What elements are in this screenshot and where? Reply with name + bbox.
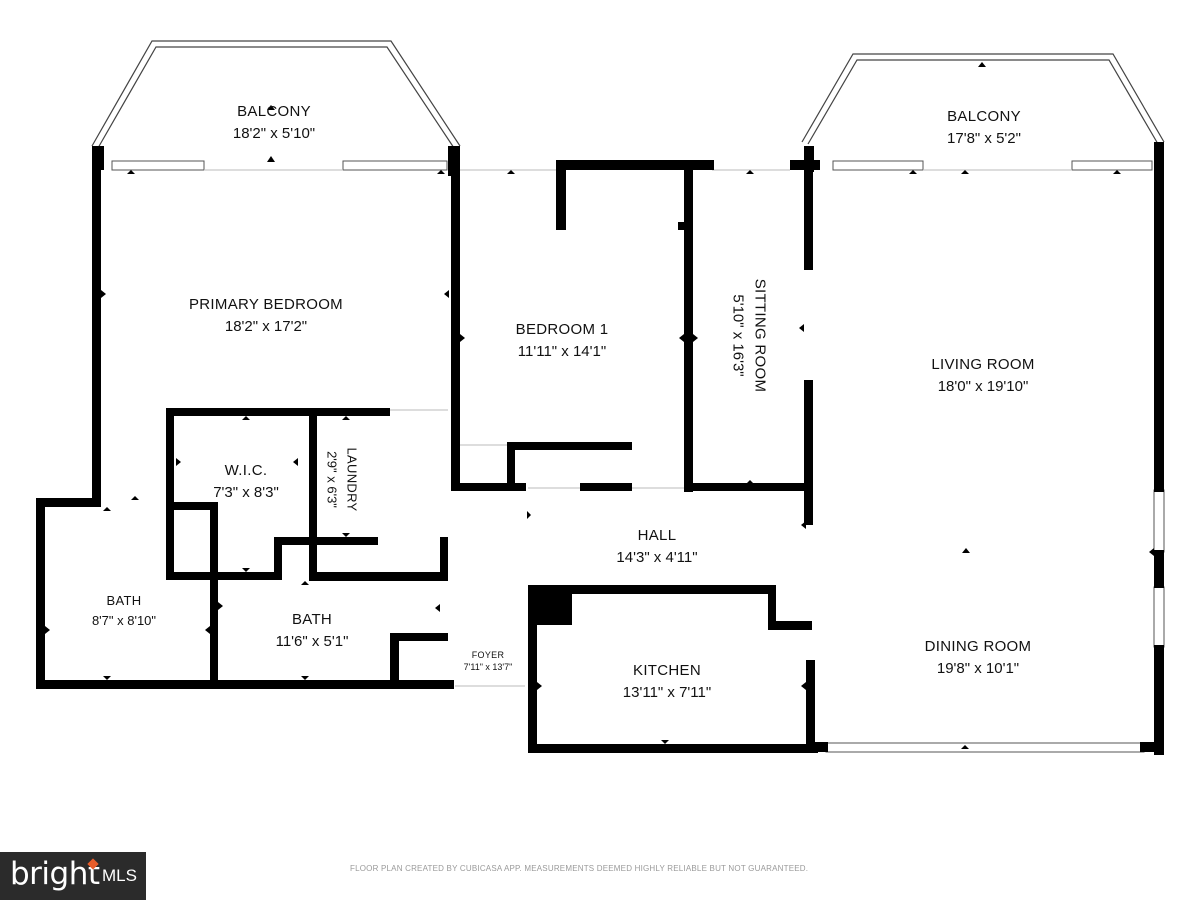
door-openings [204,169,1072,687]
room-name: BATH [291,611,333,628]
kitchen-label: KITCHEN 13'11" x 7'11" [597,662,737,701]
room-dimensions: 8'7" x 8'10" [91,613,157,628]
room-name: LAUNDRY [344,447,360,512]
wic-label: W.I.C. 7'3" x 8'3" [196,462,296,501]
room-name: SITTING ROOM [751,278,769,393]
living-room-label: LIVING ROOM 18'0" x 19'10" [913,356,1053,395]
room-dimensions: 14'3" x 4'11" [616,549,698,566]
room-dimensions: 7'3" x 8'3" [213,484,279,501]
brand-suffix: MLS [102,866,137,885]
room-dimensions: 19'8" x 10'1" [936,660,1020,677]
walls [36,142,1164,755]
balcony-right-label: BALCONY 17'8" x 5'2" [924,108,1044,147]
room-dimensions: 2'9" x 6'3" [324,451,340,508]
foyer-label: FOYER 7'11" x 13'7" [452,648,524,672]
brand-word: bright [10,856,100,892]
room-name: BALCONY [947,108,1021,125]
room-dimensions: 18'2" x 5'10" [232,125,316,142]
balcony-left-outline [91,40,461,149]
room-name: W.I.C. [224,462,268,479]
room-dimensions: 18'2" x 17'2" [224,318,308,335]
laundry-label: LAUNDRY 2'9" x 6'3" [325,440,360,520]
room-name: BALCONY [237,103,311,120]
bath-left-label: BATH 8'7" x 8'10" [74,593,174,628]
hall-label: HALL 14'3" x 4'11" [597,527,717,566]
room-name: BATH [106,593,142,608]
sitting-room-label: SITTING ROOM 5'10" x 16'3" [730,266,769,406]
room-dimensions: 18'0" x 19'10" [937,378,1029,395]
balcony-right-outline [801,53,1165,145]
room-dimensions: 5'10" x 16'3" [729,294,747,377]
room-name: HALL [637,527,677,544]
room-name: DINING ROOM [924,638,1032,655]
room-dimensions: 13'11" x 7'11" [622,684,712,701]
room-name: LIVING ROOM [931,356,1035,373]
bedroom-1-label: BEDROOM 1 11'11" x 14'1" [502,321,622,360]
primary-bedroom-label: PRIMARY BEDROOM 18'2" x 17'2" [176,296,356,335]
room-dimensions: 11'6" x 5'1" [275,633,349,650]
dimension-markers [45,62,1154,749]
brand-logo: bright MLS [0,852,146,900]
room-name: PRIMARY BEDROOM [189,296,343,313]
bath-center-label: BATH 11'6" x 5'1" [252,611,372,650]
dining-room-label: DINING ROOM 19'8" x 10'1" [908,638,1048,677]
balcony-left-label: BALCONY 18'2" x 5'10" [214,103,334,142]
room-name: BEDROOM 1 [515,321,609,338]
room-name: FOYER [471,650,505,660]
room-dimensions: 17'8" x 5'2" [947,130,1021,147]
room-name: KITCHEN [633,662,701,679]
disclaimer-note: FLOOR PLAN CREATED BY CUBICASA APP. MEAS… [350,864,809,873]
room-dimensions: 7'11" x 13'7" [463,662,513,672]
room-dimensions: 11'11" x 14'1" [517,343,607,360]
